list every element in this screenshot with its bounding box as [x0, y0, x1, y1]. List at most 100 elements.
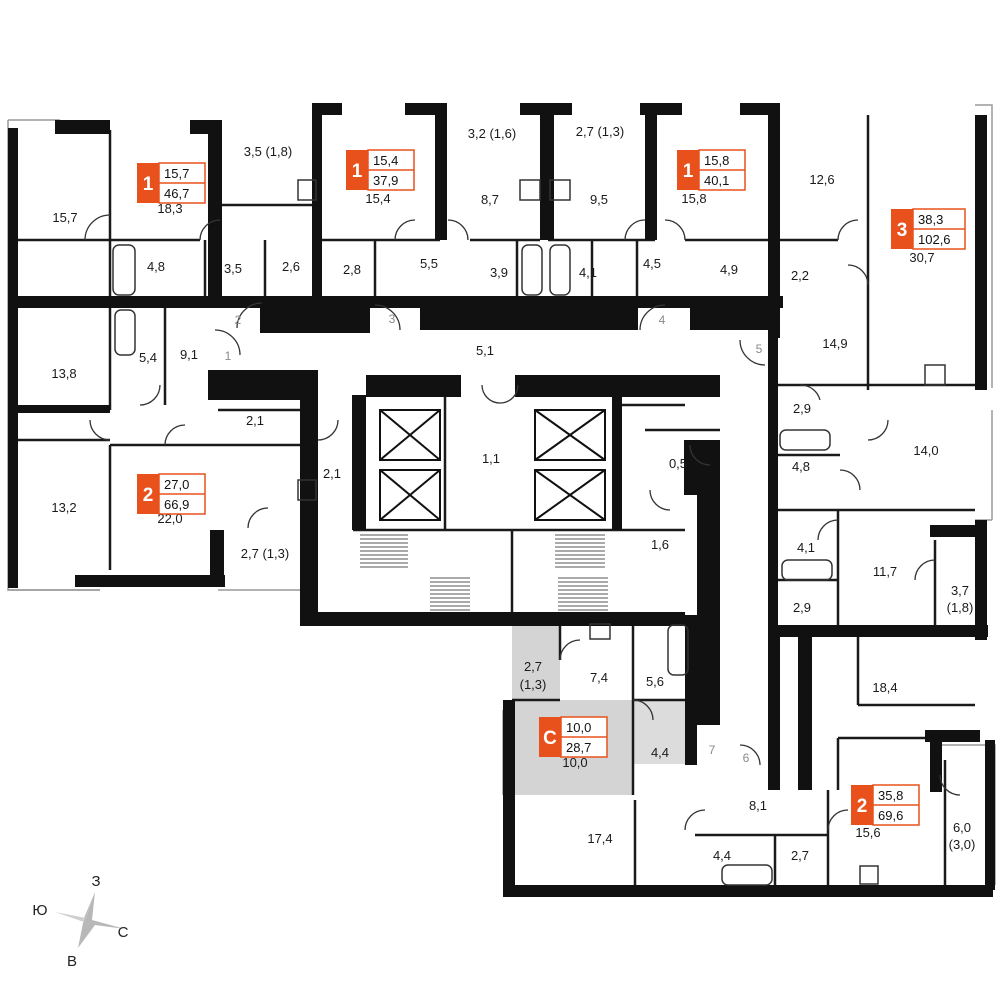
apartment-type: 3 — [897, 220, 908, 241]
room-label: 2,7 (1,3) — [576, 124, 624, 139]
room-label: 4,5 — [643, 256, 661, 271]
apartment-badge: 1 15,4 37,9 — [346, 149, 415, 191]
room-label: 6,0 — [953, 820, 971, 835]
staircase-right — [555, 534, 608, 611]
room-label: 0,5 — [669, 456, 687, 471]
room-label: 13,2 — [51, 500, 76, 515]
apartment-total-area: 69,6 — [878, 808, 903, 823]
compass-south: В — [67, 953, 77, 970]
room-labels: 15,7 18,3 3,5 (1,8) 4,8 3,5 2,6 15,4 2,8… — [51, 124, 975, 863]
apartment-badges: 1 15,7 46,7 1 15,4 37,9 1 15,8 40,1 3 38… — [137, 149, 966, 826]
room-label: 18,3 — [157, 201, 182, 216]
room-label: 14,0 — [913, 443, 938, 458]
apartment-badge: 2 27,0 66,9 — [137, 473, 206, 515]
room-label: 2,9 — [793, 401, 811, 416]
room-label: 4,4 — [713, 848, 731, 863]
apartment-type: 1 — [683, 161, 694, 182]
apartment-badge: 2 35,8 69,6 — [851, 784, 920, 826]
room-label: 3,7 — [951, 583, 969, 598]
partitions — [18, 110, 975, 885]
room-label: (1,8) — [947, 600, 974, 615]
door-number: 2 — [235, 313, 242, 327]
staircases — [360, 534, 608, 611]
apartment-total-area: 102,6 — [918, 232, 951, 247]
room-label: 3,9 — [490, 265, 508, 280]
room-label: 2,9 — [793, 600, 811, 615]
room-label: 18,4 — [872, 680, 897, 695]
apartment-type: 1 — [352, 161, 363, 182]
apartment-living-area: 15,8 — [704, 153, 729, 168]
elevator-shafts — [379, 409, 606, 521]
room-label: 1,6 — [651, 537, 669, 552]
apartment-type: 2 — [857, 796, 868, 817]
room-label: 4,8 — [792, 459, 810, 474]
room-label: 4,9 — [720, 262, 738, 277]
apartment-total-area: 40,1 — [704, 173, 729, 188]
room-label: 1,1 — [482, 451, 500, 466]
room-label: 15,6 — [855, 825, 880, 840]
door-number: 6 — [743, 751, 750, 765]
room-label: 10,0 — [562, 755, 587, 770]
room-label: 2,7 — [791, 848, 809, 863]
room-label: 2,1 — [323, 466, 341, 481]
apartment-badge: С 10,0 28,7 — [539, 716, 608, 758]
door-number: 7 — [709, 743, 716, 757]
room-label: (3,0) — [949, 837, 976, 852]
apartment-living-area: 38,3 — [918, 212, 943, 227]
room-label: 2,7 (1,3) — [241, 546, 289, 561]
compass: З Ю С В — [32, 873, 128, 970]
apartment-type: 2 — [143, 485, 154, 506]
door-number: 1 — [225, 349, 232, 363]
room-label: 5,6 — [646, 674, 664, 689]
apartment-type: С — [543, 728, 557, 749]
room-label: 9,1 — [180, 347, 198, 362]
room-label: 2,7 — [524, 659, 542, 674]
room-label: 4,4 — [651, 745, 669, 760]
room-label: 5,1 — [476, 343, 494, 358]
room-label: 2,8 — [343, 262, 361, 277]
compass-star-icon — [78, 892, 125, 948]
room-label: 8,7 — [481, 192, 499, 207]
room-label: 3,5 — [224, 261, 242, 276]
room-label: (1,3) — [520, 677, 547, 692]
compass-west: Ю — [32, 902, 47, 919]
door-number: 3 — [389, 312, 396, 326]
room-label: 2,1 — [246, 413, 264, 428]
door-numbers: 1 2 3 4 5 6 7 — [225, 312, 763, 765]
room-label: 4,1 — [579, 265, 597, 280]
room-label: 4,8 — [147, 259, 165, 274]
apartment-badge: 3 38,3 102,6 — [891, 208, 966, 250]
studio-hall-highlight — [633, 700, 685, 764]
room-label: 3,5 (1,8) — [244, 144, 292, 159]
apartment-type: 1 — [143, 174, 154, 195]
apartment-living-area: 10,0 — [566, 720, 591, 735]
room-label: 14,9 — [822, 336, 847, 351]
room-label: 15,4 — [365, 191, 390, 206]
room-label: 7,4 — [590, 670, 608, 685]
room-label: 17,4 — [587, 831, 612, 846]
apartment-badge: 1 15,7 46,7 — [137, 162, 206, 204]
apartment-total-area: 37,9 — [373, 173, 398, 188]
room-label: 9,5 — [590, 192, 608, 207]
apartment-living-area: 15,4 — [373, 153, 398, 168]
door-number: 5 — [756, 342, 763, 356]
room-label: 30,7 — [909, 250, 934, 265]
compass-north: З — [91, 873, 100, 890]
room-label: 8,1 — [749, 798, 767, 813]
room-label: 3,2 (1,6) — [468, 126, 516, 141]
room-label: 5,4 — [139, 350, 157, 365]
door-number: 4 — [659, 313, 666, 327]
room-label: 15,7 — [52, 210, 77, 225]
fixtures — [112, 179, 946, 886]
apartment-living-area: 27,0 — [164, 477, 189, 492]
apartment-badge: 1 15,8 40,1 — [677, 149, 746, 191]
room-label: 11,7 — [873, 564, 897, 579]
room-label: 2,2 — [791, 268, 809, 283]
room-label: 2,6 — [282, 259, 300, 274]
apartment-total-area: 46,7 — [164, 186, 189, 201]
room-label: 4,1 — [797, 540, 815, 555]
room-label: 13,8 — [51, 366, 76, 381]
apartment-total-area: 28,7 — [566, 740, 591, 755]
room-label: 12,6 — [809, 172, 834, 187]
